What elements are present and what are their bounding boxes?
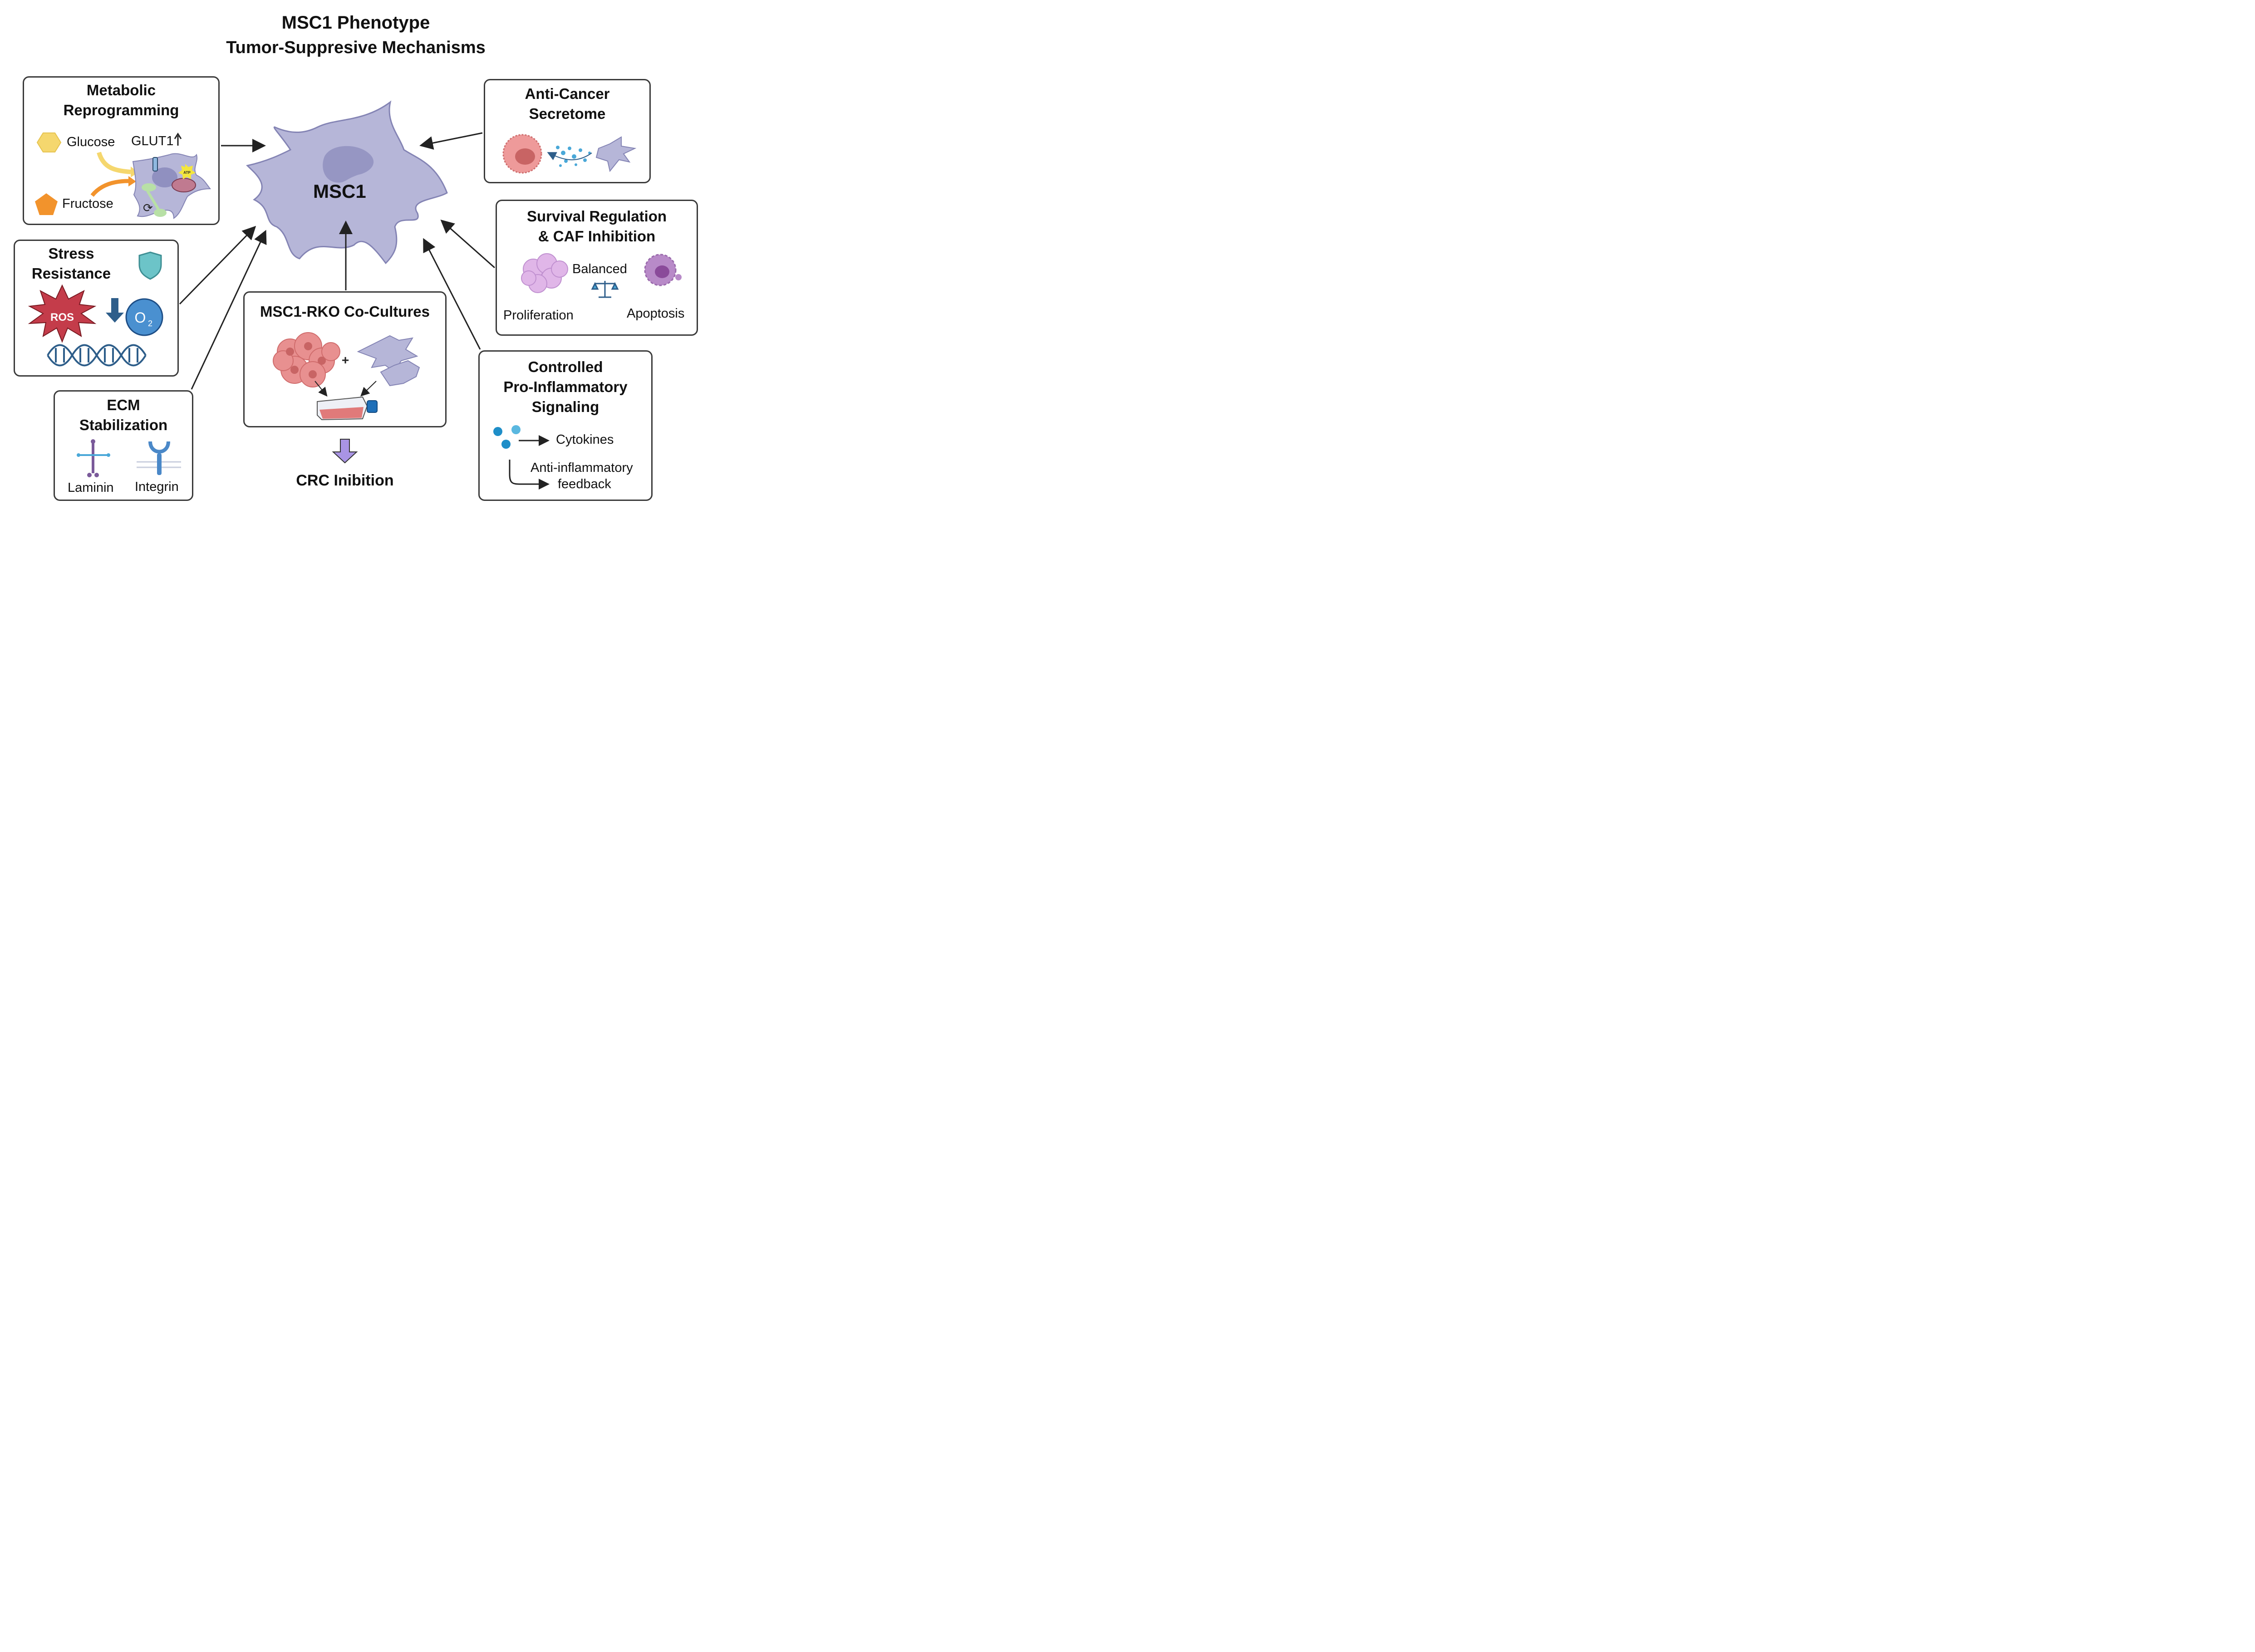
inflammatory-title-2: Pro-Inflammatory [503,378,628,395]
apoptosis-label: Apoptosis [627,306,685,321]
metabolic-nucleus [152,167,177,187]
metabolic-title-1: Metabolic [86,82,156,98]
inflammatory-signaling-box: Controlled Pro-Inflammatory Signaling Cy… [478,350,653,501]
metabolic-reprogramming-box: Metabolic Reprogramming ATP ⟳ Glucose GL… [23,76,220,225]
diagram-subtitle: Tumor-Suppresive Mechanisms [226,38,486,57]
apoptosis-cell-icon [644,254,682,286]
laminin-icon [77,439,110,477]
arrow-secretome [419,132,483,150]
tumor-cluster-icon [273,332,340,387]
metabolic-title-2: Reprogramming [63,102,179,118]
inflammatory-title-1: Controlled [528,358,603,375]
fructose-label: Fructose [62,196,113,211]
ecm-illustration [77,439,181,477]
mitochondrion-icon [172,178,196,192]
stress-resistance-box: Stress Resistance ROS O 2 [14,240,179,377]
msc1-cell-body [246,100,448,265]
coculture-title: MSC1-RKO Co-Cultures [260,303,430,320]
laminin-label: Laminin [68,480,114,495]
atp-burst-icon [178,164,196,179]
cytokines-label: Cytokines [556,432,614,447]
diagram-title: MSC1 Phenotype [281,13,430,33]
glut1-up-arrow-icon [174,132,182,146]
tumor-nuclei [286,342,326,378]
secretome-title-2: Secretome [529,105,606,122]
arrow-inflammatory [423,238,481,350]
msc-cell-small-icon [595,136,637,172]
feedback-label-1: Anti-inflammatory [531,461,633,475]
fructose-flow-arrow [90,179,129,197]
ecm-stabilization-box: ECM Stabilization Laminin Integrin [54,390,193,501]
tumor-cell-icon [502,134,542,174]
inflammatory-title-3: Signaling [531,398,599,415]
proliferation-label: Proliferation [503,308,574,323]
golgi-icon [142,183,167,217]
secretome-illustration [502,134,637,174]
recycle-icon: ⟳ [143,201,153,215]
connector-layer [179,100,495,464]
inflammatory-illustration [493,425,550,490]
glucose-label: Glucose [67,135,115,149]
outcome-down-arrow [332,439,358,464]
arrow-ecm [191,230,267,390]
metabolic-illustration: ATP ⟳ [35,132,211,219]
ros-label: ROS [50,311,74,324]
tumor-to-flask-arrow [314,381,328,397]
ros-burst-icon [28,284,97,343]
ecm-title-2: Stabilization [79,417,168,433]
atp-label: ATP [183,171,191,175]
glucose-flow-arrow [97,152,131,174]
fructose-pentagon-icon [35,193,58,215]
ecm-title-1: ECM [107,397,140,413]
coculture-illustration: + [273,332,420,421]
o2-label: O [135,309,146,326]
crc-inhibition-label: CRC Inibition [296,472,394,489]
balance-scale-icon [591,281,619,298]
arrow-stress [179,225,256,305]
secretome-curve-arrow [547,152,592,161]
cytokine-dots-icon [493,425,521,449]
plus-sign: + [342,353,349,367]
integrin-label: Integrin [135,480,179,494]
survival-illustration [521,253,682,298]
integrin-icon [137,441,181,475]
survival-regulation-box: Survival Regulation & CAF Inhibition Bal… [496,200,698,336]
balanced-label: Balanced [572,262,627,276]
anti-cancer-secretome-box: Anti-Cancer Secretome [484,79,651,183]
msc-to-flask-arrow [360,381,377,397]
survival-title-2: & CAF Inhibition [538,228,656,245]
secreted-particles-icon [556,146,591,167]
o2-circle-icon [125,298,163,336]
down-arrow-icon [106,298,124,323]
secretome-title-1: Anti-Cancer [525,85,610,102]
fructose-arrowhead [128,176,136,186]
o2-subscript: 2 [148,319,152,328]
shield-icon [138,251,162,280]
glut1-label: GLUT1 [131,134,174,148]
stress-title-2: Resistance [31,265,111,282]
dna-helix-icon [47,344,147,367]
feedback-arrow [509,460,550,490]
glut1-transporter-icon [152,157,158,172]
msc1-label: MSC1 [313,181,366,202]
culture-flask-icon [317,396,378,421]
arrow-survival [440,220,495,269]
msc1-nucleus [323,146,374,183]
survival-title-1: Survival Regulation [526,208,667,225]
stress-title-1: Stress [48,245,94,262]
proliferation-cluster-icon [521,253,568,293]
coculture-box: MSC1-RKO Co-Cultures + [243,291,447,427]
glucose-hexagon-icon [36,132,62,152]
stress-illustration: ROS O 2 [28,251,163,367]
feedback-label-2: feedback [558,477,611,491]
msc-cells-icon [357,335,420,387]
